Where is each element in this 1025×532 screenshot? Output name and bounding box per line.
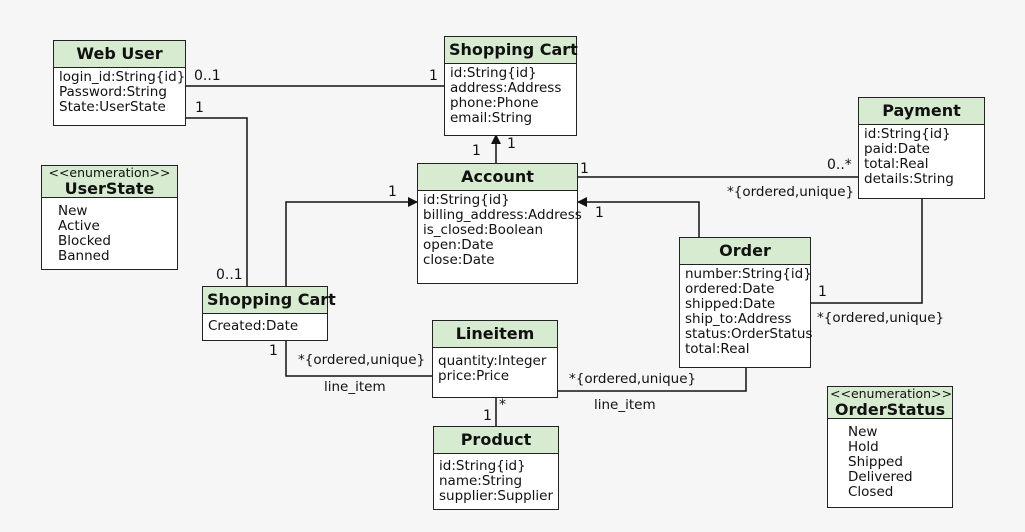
enum-value: Banned: [58, 248, 110, 264]
class-title: Shopping Cart: [203, 287, 336, 314]
attribute: Password:String: [59, 84, 167, 100]
multiplicity-cartbottom-account: 1: [388, 184, 397, 200]
constraint-cart-line: *{ordered,unique}: [298, 352, 426, 368]
attribute: id:String{id}: [864, 126, 951, 142]
enum-value: New: [848, 424, 878, 440]
constraint-account-payment: *{ordered,unique}: [727, 184, 855, 200]
multiplicity-webuser-down: 1: [195, 100, 204, 116]
enum-values: New Hold Shipped Delivered Closed: [828, 419, 952, 502]
attribute-list: id:String{id} name:String supplier:Suppl…: [434, 454, 558, 506]
enum-stereotype: <<enumeration>>: [830, 386, 953, 401]
assoc-webuser-cartbottom: [186, 117, 248, 287]
assoc-cartbottom-line: [285, 340, 432, 377]
attribute: login_id:String{id}: [59, 69, 186, 85]
class-shopping-cart-top: Shopping Cart id:String{id} address:Addr…: [444, 36, 578, 136]
attribute: price:Price: [438, 368, 510, 384]
class-payment: Payment id:String{id} paid:Date total:Re…: [858, 97, 985, 199]
attribute: State:UserState: [59, 99, 166, 115]
attribute: id:String{id}: [439, 458, 526, 474]
class-product: Product id:String{id} name:String suppli…: [433, 426, 559, 510]
class-title: Lineitem: [433, 321, 557, 348]
class-title: Account: [418, 164, 577, 191]
enum-value: Delivered: [848, 469, 913, 485]
attribute: ship_to:Address: [685, 311, 792, 327]
assoc-order-payment: [811, 198, 923, 304]
enum-user-state: <<enumeration>> UserState New Active Blo…: [41, 165, 178, 270]
attribute-list: id:String{id} paid:Date total:Real detai…: [859, 125, 984, 189]
attribute: id:String{id}: [423, 192, 510, 208]
class-title: Product: [434, 427, 558, 454]
enum-title: OrderStatus: [834, 400, 946, 419]
attribute: details:String: [864, 171, 954, 187]
class-title: Payment: [859, 98, 984, 125]
attribute: billing_address:Address: [423, 207, 582, 223]
role-order-line: line_item: [594, 397, 656, 413]
attribute: supplier:Supplier: [439, 488, 554, 504]
constraint-order-line: *{ordered,unique}: [569, 371, 697, 387]
attribute: phone:Phone: [450, 95, 539, 111]
attribute: status:OrderStatus: [685, 326, 813, 342]
attribute: number:String{id}: [685, 266, 812, 282]
constraint-order-payment: *{ordered,unique}: [817, 310, 945, 326]
attribute-list: quantity:Integer price:Price: [433, 348, 557, 386]
attribute: ordered:Date: [685, 281, 775, 297]
class-web-user: Web User login_id:String{id} Password:St…: [53, 40, 186, 126]
enum-value: New: [58, 203, 88, 219]
enum-values: New Active Blocked Banned: [42, 198, 177, 266]
multiplicity-account-top-2: 1: [507, 136, 516, 152]
enum-title: UserState: [64, 179, 155, 198]
attribute-list: Created:Date: [203, 314, 327, 336]
multiplicity-cartbottom-line: 1: [269, 343, 278, 359]
enum-header: <<enumeration>> OrderStatus: [828, 387, 952, 419]
attribute-list: id:String{id} billing_address:Address is…: [418, 191, 582, 270]
multiplicity-account-payment: 1: [580, 161, 589, 177]
attribute: total:Real: [864, 156, 929, 172]
multiplicity-line-product: *: [499, 397, 506, 413]
enum-value: Active: [58, 218, 100, 234]
attribute: close:Date: [423, 252, 495, 268]
class-title: Order: [680, 238, 810, 265]
role-cart-line: line_item: [324, 379, 386, 395]
assoc-cartbottom-account: [285, 197, 418, 287]
multiplicity-order-account: 1: [595, 205, 604, 221]
multiplicity-cartbottom-up: 0..1: [216, 267, 243, 283]
assoc-order-line: [558, 367, 747, 392]
attribute: quantity:Integer: [438, 353, 547, 369]
enum-stereotype: <<enumeration>>: [48, 165, 171, 180]
attribute-list: number:String{id} ordered:Date shipped:D…: [680, 265, 813, 359]
attribute: email:String: [450, 110, 533, 126]
attribute: shipped:Date: [685, 296, 776, 312]
class-shopping-cart-bottom: Shopping Cart Created:Date: [202, 286, 336, 341]
class-lineitem: Lineitem quantity:Integer price:Price: [432, 320, 558, 398]
assoc-order-account: [577, 197, 700, 238]
enum-value: Closed: [848, 484, 894, 500]
attribute: name:String: [439, 473, 523, 489]
enum-order-status: <<enumeration>> OrderStatus New Hold Shi…: [827, 386, 953, 508]
attribute: id:String{id}: [450, 65, 537, 81]
enum-header: <<enumeration>> UserState: [42, 166, 177, 198]
attribute: Created:Date: [208, 318, 299, 334]
enum-value: Shipped: [848, 454, 903, 470]
class-title: Web User: [54, 41, 185, 68]
class-account: Account id:String{id} billing_address:Ad…: [417, 163, 582, 284]
enum-value: Blocked: [58, 233, 111, 249]
attribute-list: login_id:String{id} Password:String Stat…: [54, 68, 185, 117]
attribute: paid:Date: [864, 141, 930, 157]
attribute: open:Date: [423, 237, 494, 253]
class-title: Shopping Cart: [445, 37, 578, 64]
multiplicity-order-payment: 1: [818, 284, 827, 300]
class-order: Order number:String{id} ordered:Date shi…: [679, 237, 813, 368]
multiplicity-product-line: 1: [483, 408, 492, 424]
multiplicity-account-top-1: 1: [472, 143, 481, 159]
enum-value: Hold: [848, 439, 879, 455]
multiplicity-cart-webuser: 1: [429, 68, 438, 84]
attribute: address:Address: [450, 80, 562, 96]
attribute-list: id:String{id} address:Address phone:Phon…: [445, 64, 576, 128]
attribute: is_closed:Boolean: [423, 222, 544, 238]
multiplicity-payment-account: 0..*: [827, 157, 852, 173]
multiplicity-webuser-cart: 0..1: [194, 68, 221, 84]
attribute: total:Real: [685, 341, 750, 357]
